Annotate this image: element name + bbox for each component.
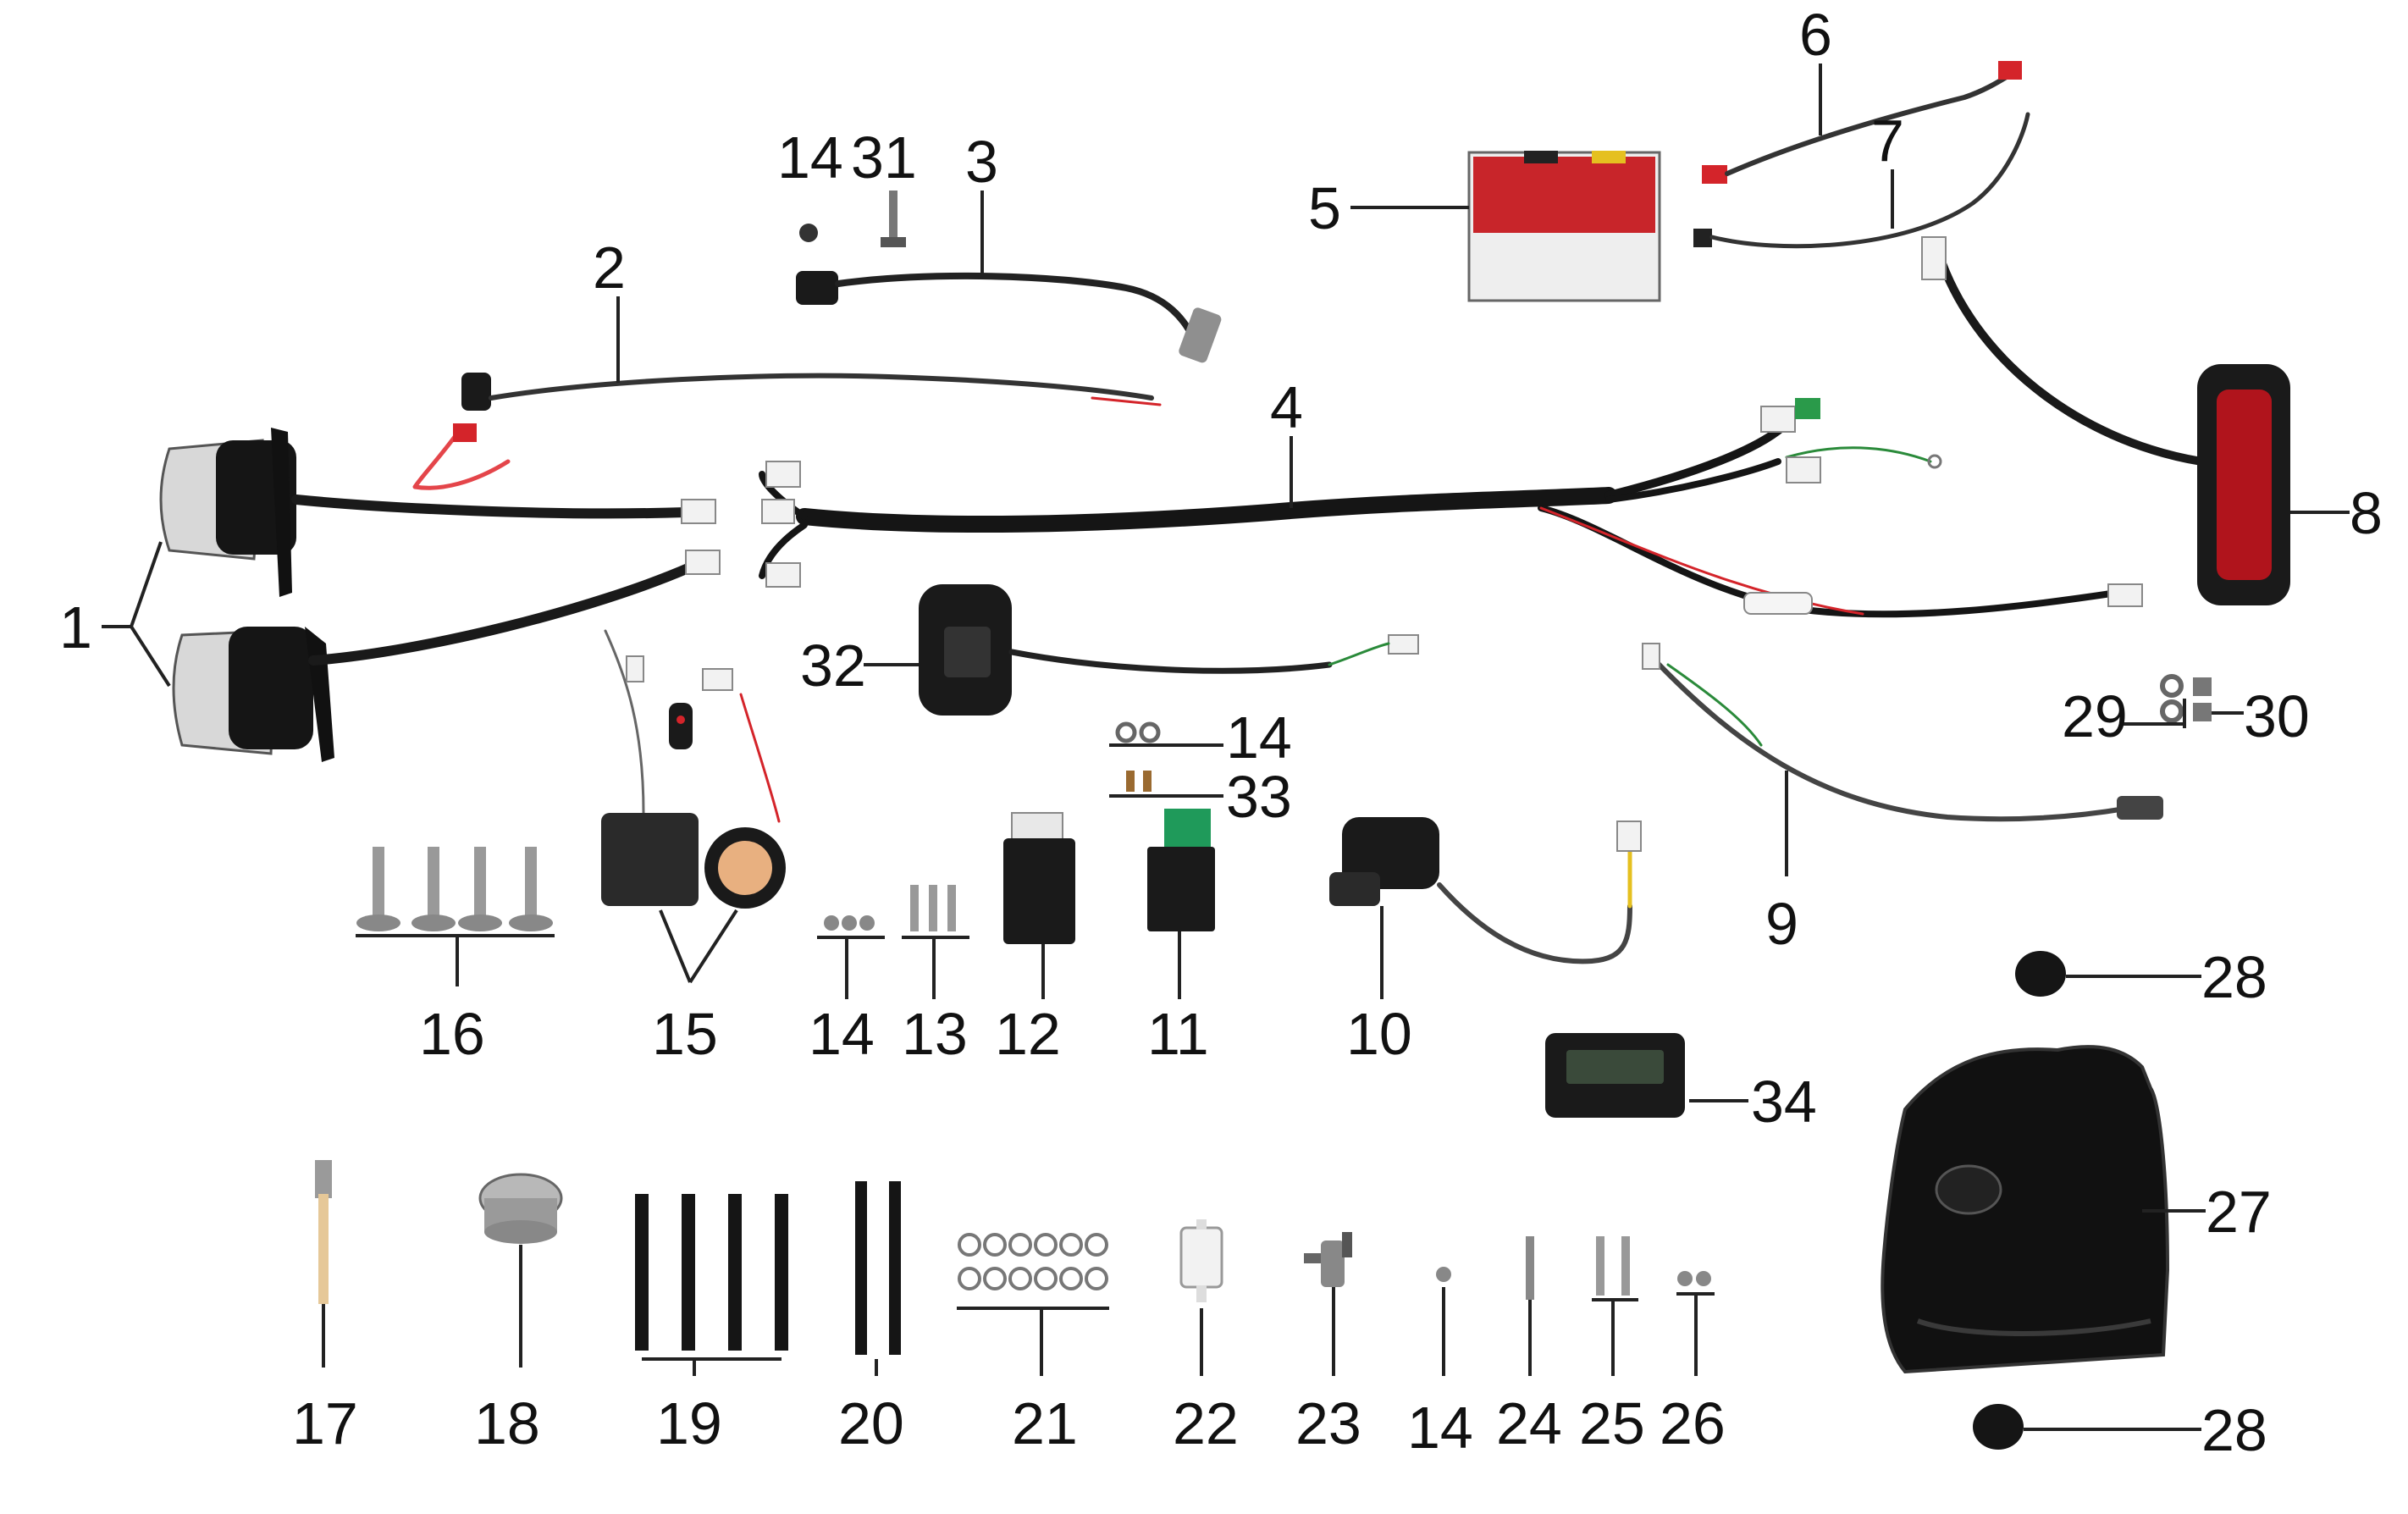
- callout-1: 1: [59, 541, 171, 688]
- tail-light: [1921, 236, 2290, 605]
- washer-29-nut-30: 29 30: [2062, 674, 2310, 749]
- callout-label-7: 7: [1871, 108, 1904, 174]
- rubber-pad-lower: 28: [1973, 1397, 2267, 1463]
- handlebar-switch: [919, 584, 1419, 716]
- callout-label-17: 17: [292, 1390, 358, 1456]
- callout-label-2: 2: [593, 235, 626, 301]
- callout-label-28-top: 28: [2201, 944, 2267, 1010]
- cdi-unit: 11: [1147, 809, 1215, 1067]
- callout-label-14-top: 14: [777, 124, 843, 191]
- callout-label-34: 34: [1751, 1069, 1817, 1135]
- bolts-13: 13: [902, 885, 969, 1067]
- callout-8: 8: [2290, 480, 2383, 546]
- callout-label-24: 24: [1496, 1390, 1562, 1456]
- nut-14-top: 14: [777, 124, 843, 242]
- voltage-regulator: 12: [995, 812, 1075, 1067]
- fuel-cap: 18: [474, 1173, 563, 1456]
- callout-label-10: 10: [1346, 1001, 1412, 1067]
- callout-label-16: 16: [419, 1001, 485, 1067]
- callout-label-19: 19: [656, 1390, 722, 1456]
- callout-9: 9: [1765, 771, 1798, 957]
- callout-label-25: 25: [1579, 1390, 1645, 1456]
- callout-6: 6: [1799, 2, 1832, 135]
- battery: [1467, 151, 1661, 302]
- tapping-screws: 16: [356, 847, 555, 1067]
- callout-label-8: 8: [2350, 480, 2383, 546]
- callout-label-14-bottom: 14: [1407, 1395, 1473, 1461]
- callout-2: 2: [593, 235, 626, 383]
- fuel-tube: 17: [292, 1160, 358, 1456]
- callout-label-27: 27: [2206, 1179, 2272, 1245]
- callout-label-21: 21: [1012, 1390, 1078, 1456]
- battery-cable-positive: [1702, 61, 2022, 184]
- callout-label-32: 32: [800, 633, 866, 699]
- callout-label-18: 18: [474, 1390, 540, 1456]
- callout-label-20: 20: [838, 1390, 904, 1456]
- callout-label-26: 26: [1660, 1390, 1726, 1456]
- callout-label-3: 3: [965, 129, 998, 195]
- callout-label-28-bottom: 28: [2201, 1397, 2267, 1463]
- callout-32: 32: [800, 633, 919, 699]
- callout-label-13: 13: [902, 1001, 968, 1067]
- nut-14-mid-screw-33: 14 33: [1109, 705, 1292, 830]
- callout-label-30: 30: [2244, 683, 2310, 749]
- callout-3: 3: [965, 129, 998, 279]
- callout-label-1: 1: [59, 594, 92, 660]
- callout-label-12: 12: [995, 1001, 1061, 1067]
- starter-relay: 10: [1329, 817, 1642, 1067]
- hose-clips: 21: [957, 1233, 1109, 1456]
- callout-label-14-mid: 14: [1226, 705, 1292, 771]
- bolts-25: 25: [1579, 1236, 1645, 1456]
- callout-label-6: 6: [1799, 2, 1832, 68]
- nuts-14-low: 14: [809, 915, 885, 1067]
- callout-5: 5: [1308, 175, 1469, 241]
- callout-label-23: 23: [1295, 1390, 1361, 1456]
- nuts-26: 26: [1660, 1271, 1726, 1456]
- callout-label-5: 5: [1308, 175, 1341, 241]
- foam-strips-short: 20: [838, 1181, 904, 1456]
- callout-label-22: 22: [1173, 1390, 1239, 1456]
- fuel-filter: 22: [1173, 1219, 1239, 1456]
- bolt-31: 31: [851, 124, 917, 247]
- fuel-valve: 23: [1295, 1232, 1361, 1456]
- ignition-cable: [796, 271, 1222, 363]
- callout-15: 15: [652, 909, 738, 1067]
- foam-strips-long: 19: [635, 1194, 788, 1456]
- callout-label-14-low: 14: [809, 1001, 875, 1067]
- headlight-lower: [172, 550, 721, 762]
- fuel-tank: 27: [1881, 1045, 2272, 1374]
- battery-cable-negative: [1693, 112, 2030, 249]
- callout-label-33: 33: [1226, 764, 1292, 830]
- callout-4: 4: [1270, 374, 1303, 508]
- kill-switch-lanyard: [412, 373, 1162, 490]
- callout-label-9: 9: [1765, 891, 1798, 957]
- main-wiring-harness: [759, 398, 2143, 618]
- callout-label-15: 15: [652, 1001, 718, 1067]
- headlight-upper: [159, 428, 716, 597]
- alarm-kit: [601, 629, 786, 909]
- brake-switch: [1642, 643, 2163, 822]
- callout-7: 7: [1871, 108, 1904, 229]
- nut-14-bottom: 14: [1407, 1267, 1473, 1461]
- rubber-pad-upper: 28: [2015, 944, 2267, 1010]
- callout-label-29: 29: [2062, 683, 2128, 749]
- callout-label-11: 11: [1147, 1001, 1209, 1067]
- callout-label-4: 4: [1270, 374, 1303, 440]
- bolt-24: 24: [1496, 1236, 1562, 1456]
- callout-label-31: 31: [851, 124, 917, 191]
- hour-meter: 34: [1545, 1033, 1817, 1135]
